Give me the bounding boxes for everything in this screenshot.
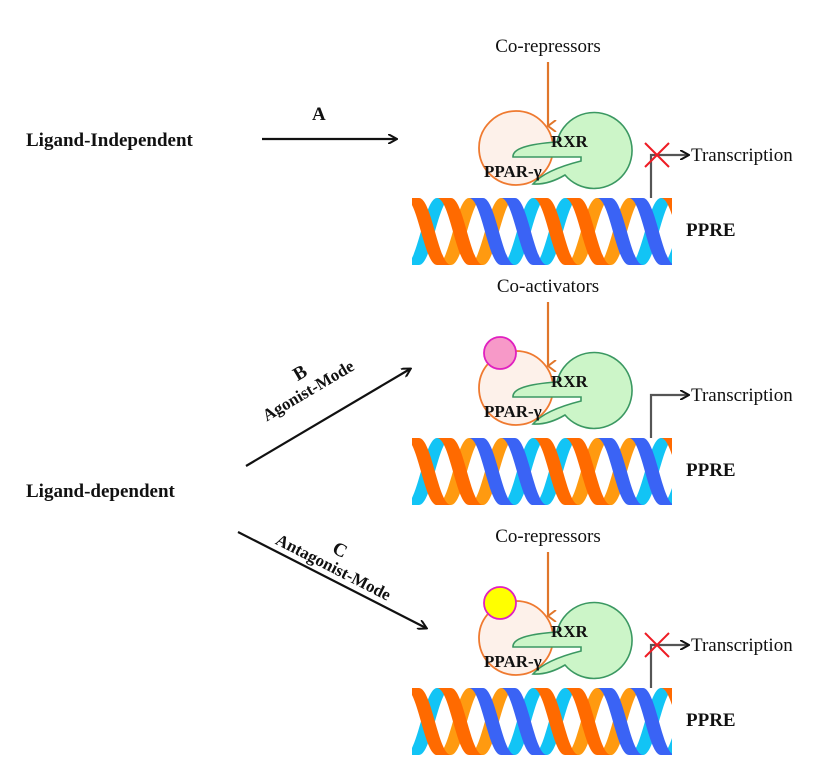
arrow-b-mode-label: Agonist-Mode [259,356,358,425]
dna-strand-front [661,438,672,456]
ppre-label: PPRE [686,220,736,241]
dna-strand-front [437,198,483,265]
coregulator-label: Co-activators [497,276,599,297]
dna-strand-front [597,198,643,265]
rxr-label: RXR [551,372,589,391]
dna-strand-front [661,198,672,216]
ppre-label: PPRE [686,710,736,731]
ppar-gamma-label: PPAR-γ [484,652,542,671]
transcription-start-arrow [649,155,688,198]
pathway-arrow-c: C Antagonist-Mode [237,530,426,628]
ppre-label: PPRE [686,460,736,481]
transcription-label: Transcription [691,385,793,406]
dna-strand-front [629,438,672,505]
antagonist-ligand [483,586,517,620]
transcription-start-arrow [649,645,688,688]
dna-helix [412,688,672,755]
dna-strand-front [565,438,611,505]
dna-strand-front [565,688,611,755]
dna-strand-front [412,198,451,265]
pathway-arrow-a: A [262,104,396,139]
dna-strand-front [661,688,672,706]
dna-strand-front [412,438,451,505]
dna-helix [412,198,672,265]
dna-strand-front [437,688,483,755]
dna-strand-front [597,438,643,505]
dna-strand-front [469,198,515,265]
transcription-blocked-icon [644,142,670,168]
coregulator-label: Co-repressors [495,36,601,57]
dna-strand-front [469,688,515,755]
transcription-start-arrow [649,395,688,438]
coregulator-label: Co-repressors [495,526,601,547]
arrow-c-mode-label: Antagonist-Mode [273,530,395,605]
dna-strand-front [533,688,579,755]
transcription-blocked-icon [644,632,670,658]
arrow-a-letter: A [312,104,326,125]
dna-strand-front [501,198,547,265]
rxr-label: RXR [551,622,589,641]
dna-strand-front [629,198,672,265]
dna-strand-front [501,688,547,755]
rxr-label: RXR [551,132,589,151]
pathway-arrow-b: B Agonist-Mode [245,356,410,467]
ppar-gamma-label: PPAR-γ [484,162,542,181]
dna-strand-front [501,438,547,505]
dna-strand-front [469,438,515,505]
rxr-receptor [512,351,633,430]
rxr-receptor [512,601,633,680]
ppar-gamma-label: PPAR-γ [484,402,542,421]
agonist-ligand [483,336,517,370]
dna-strand-front [565,198,611,265]
dna-strand-front [533,198,579,265]
transcription-label: Transcription [691,635,793,656]
ligand-independent-label: Ligand-Independent [26,130,194,151]
dna-strand-front [533,438,579,505]
transcription-label: Transcription [691,145,793,166]
ligand-dependent-label: Ligand-dependent [26,481,176,502]
dna-helix [412,438,672,505]
dna-strand-front [412,688,451,755]
dna-strand-front [437,438,483,505]
rxr-receptor [512,111,633,190]
dna-strand-front [629,688,672,755]
dna-strand-front [597,688,643,755]
